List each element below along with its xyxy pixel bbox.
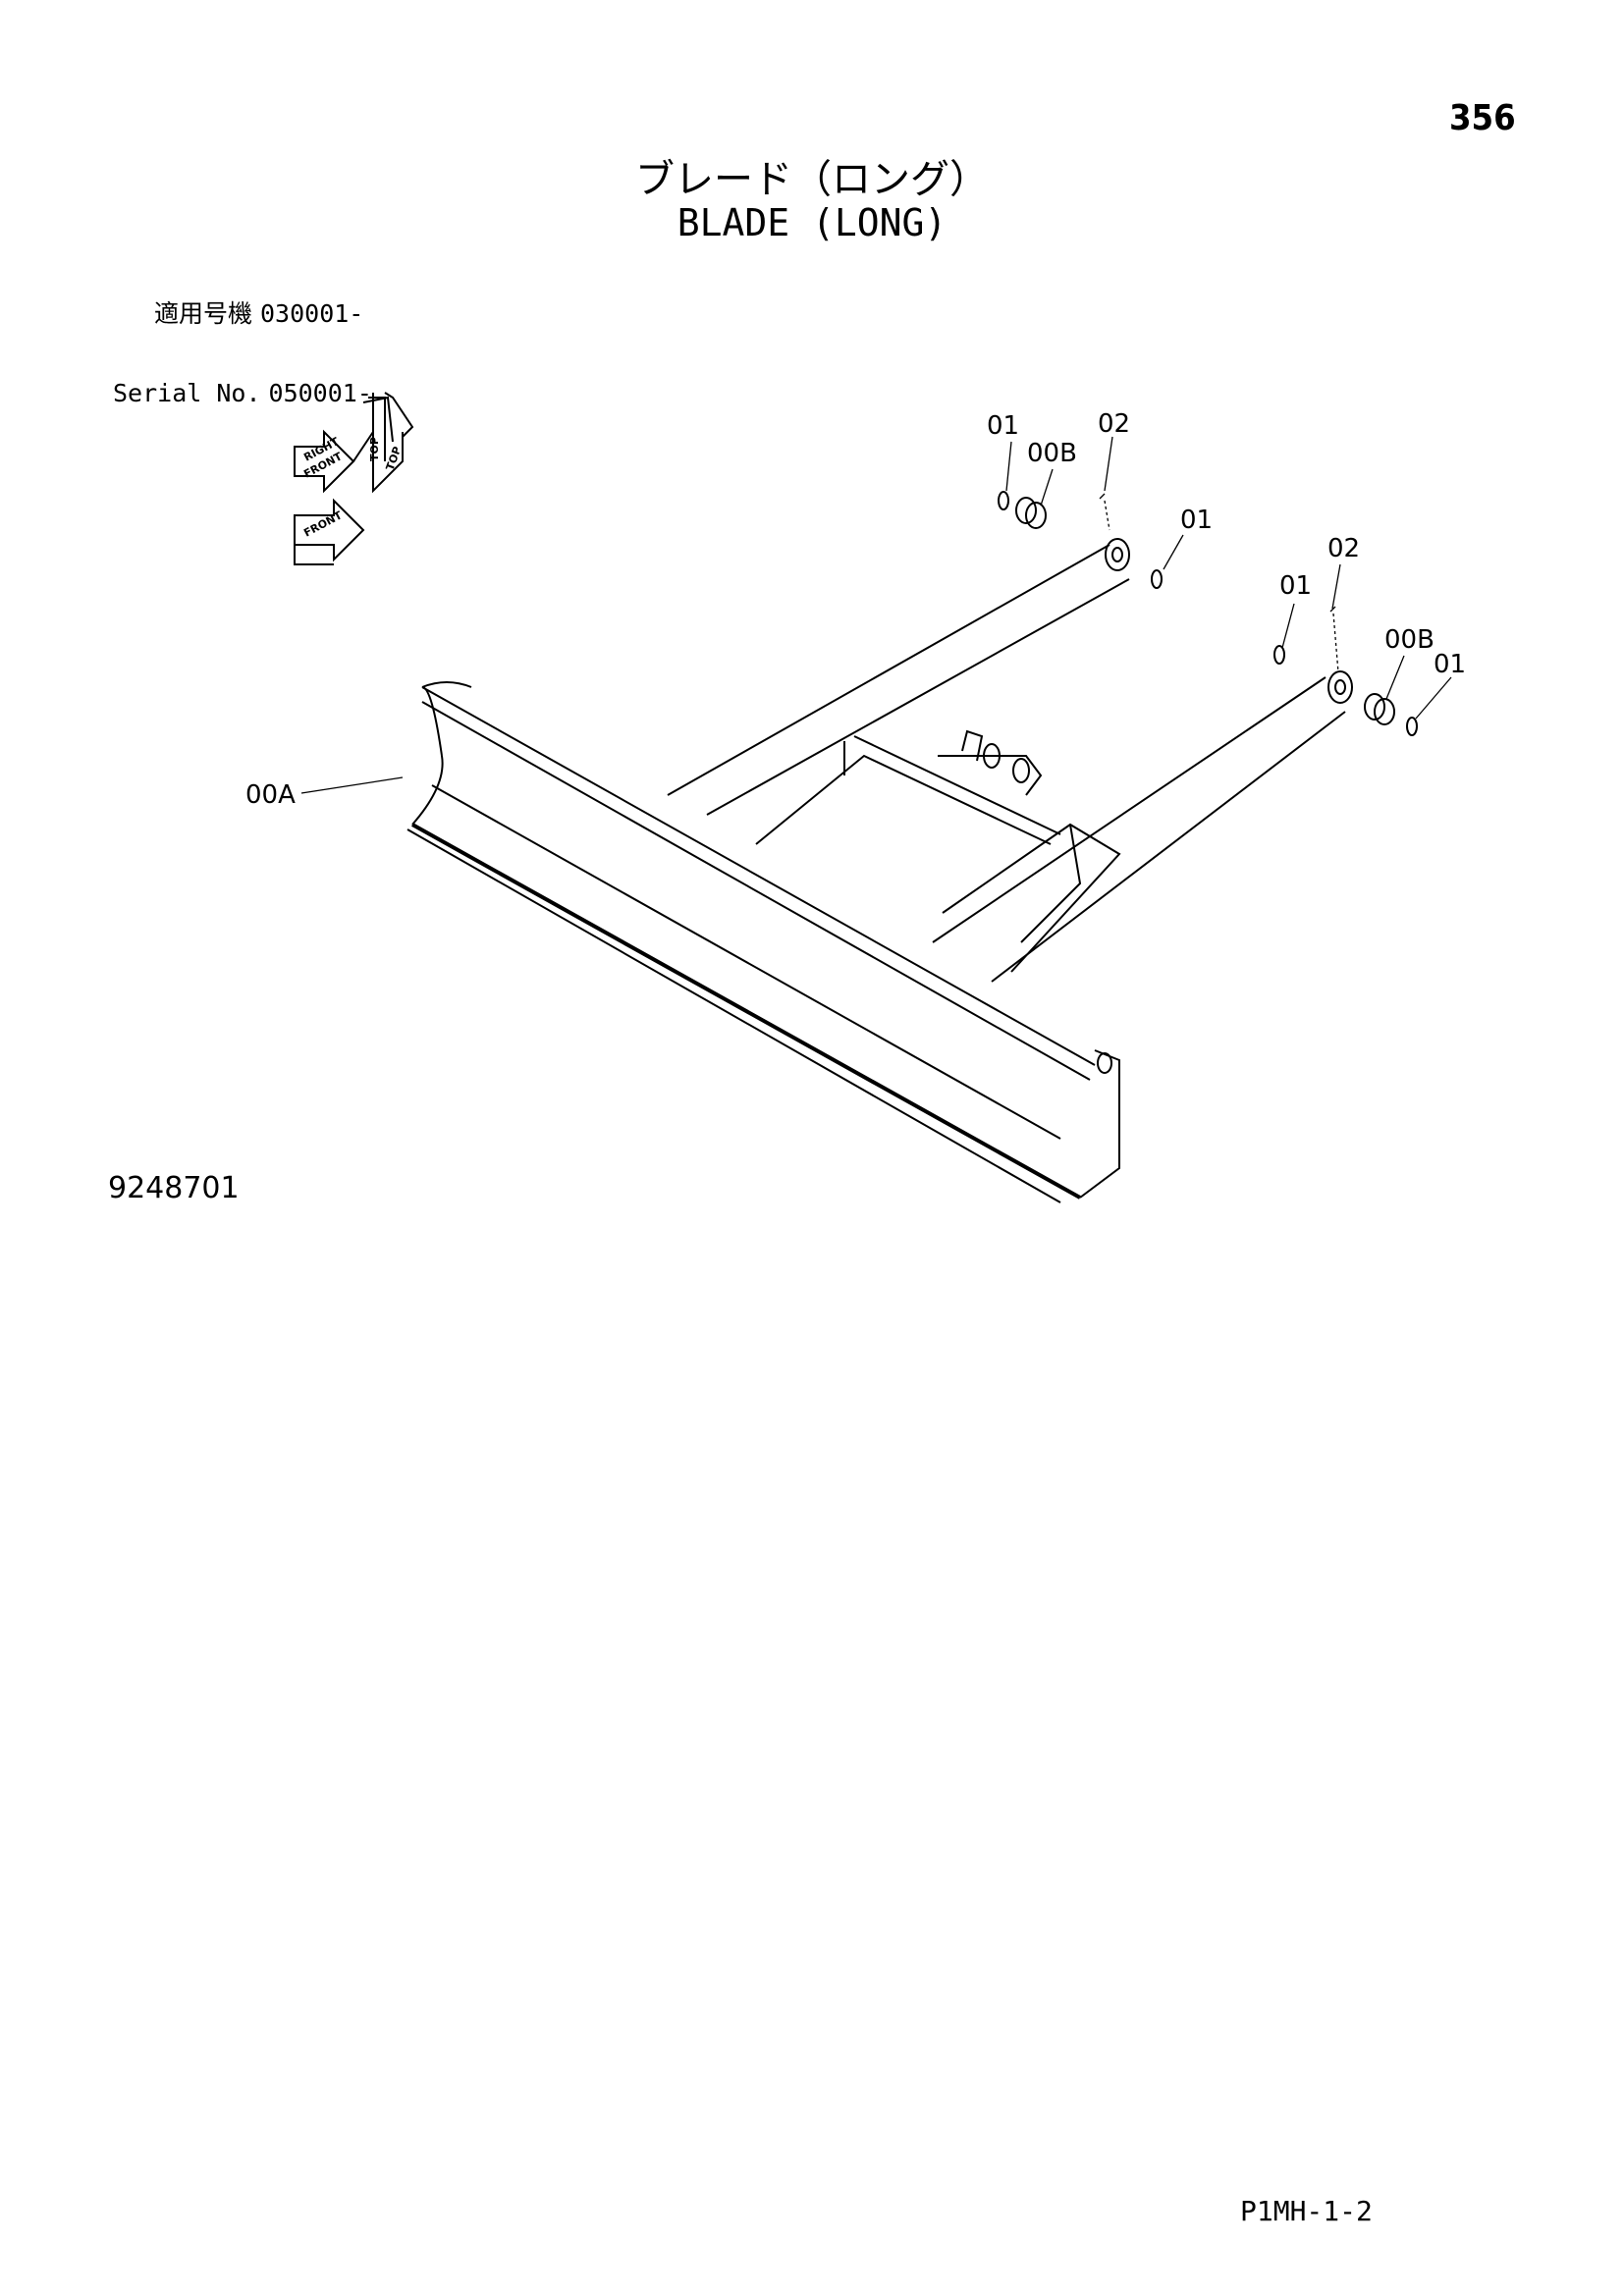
drawing-number: 9248701: [108, 1171, 240, 1205]
orientation-icon: FRONT RIGHT FRONT TOP TOP: [294, 392, 414, 565]
callout-c3: 02: [1098, 409, 1130, 439]
callout-c5: 02: [1327, 534, 1360, 563]
callout-c4: 01: [1180, 506, 1213, 535]
callout-labels: 01 00B 02 01 02 01 00B 01 00A: [245, 409, 1466, 810]
snap-ring-01-left-outer: [998, 491, 1009, 510]
orient-label-5: TOP: [384, 445, 405, 472]
serial-en-label: Serial No.: [113, 379, 261, 407]
serial-jp-label: 適用号機: [153, 299, 252, 328]
callout-c8: 01: [1434, 650, 1466, 679]
sheet-code: P1MH-1-2: [1240, 2195, 1373, 2227]
title-english: BLADE (LONG): [677, 201, 947, 244]
callout-leaders: [300, 436, 1452, 794]
orient-label-3: FRONT: [301, 508, 345, 539]
serial-jp-value: 030001-: [260, 299, 364, 328]
bushing-00B-right: [1374, 698, 1395, 725]
snap-ring-01-right-inner: [1273, 645, 1285, 665]
callout-c1: 01: [987, 411, 1019, 441]
callout-c6: 01: [1279, 571, 1312, 601]
callout-c2: 00B: [1027, 439, 1077, 468]
serial-en-value: 050001-: [268, 379, 372, 407]
serial-row-jp: 適用号機 030001-: [113, 300, 368, 327]
orient-label-4: TOP: [368, 437, 381, 461]
callout-c9: 00A: [245, 780, 296, 810]
right-pin-joint: [1273, 606, 1418, 736]
serial-applicability: 適用号機 030001- Serial No.050001-: [113, 247, 372, 433]
blade-frame: [667, 544, 1346, 983]
snap-ring-01-left-inner: [1151, 569, 1163, 589]
blade-body: [406, 681, 1120, 1203]
snap-ring-01-right-outer: [1406, 717, 1418, 736]
callout-c7: 00B: [1384, 625, 1435, 655]
title-japanese: ブレード（ロング）: [635, 157, 989, 202]
page-number: 356: [1449, 98, 1516, 138]
bushing-00B-left: [1025, 502, 1047, 529]
serial-row-en: Serial No.050001-: [113, 379, 372, 407]
left-pin-joint: [998, 491, 1163, 589]
